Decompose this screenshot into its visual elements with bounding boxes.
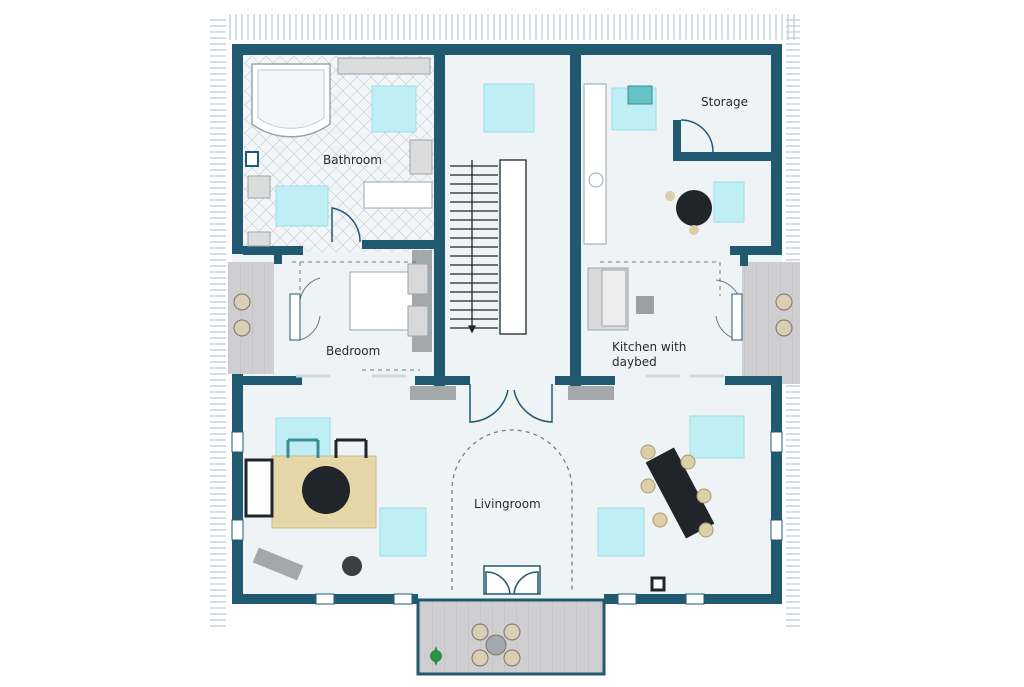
balcony-furniture bbox=[233, 293, 793, 667]
livingroom-arch bbox=[451, 429, 573, 590]
bottom-door bbox=[483, 565, 541, 595]
plant-icon bbox=[430, 646, 442, 666]
bedroom-furniture bbox=[289, 250, 456, 400]
kitchen-furniture bbox=[568, 83, 743, 400]
living-right-furniture bbox=[640, 444, 715, 592]
balcony-right bbox=[742, 262, 800, 384]
room-label-bedroom: Bedroom bbox=[326, 344, 380, 358]
room-label-bathroom: Bathroom bbox=[323, 153, 382, 167]
skylights bbox=[275, 83, 745, 557]
room-label-storage: Storage bbox=[701, 95, 748, 109]
corridor-door bbox=[469, 384, 553, 423]
living-left-furniture bbox=[244, 438, 377, 581]
roof-edge-ribs bbox=[210, 14, 800, 627]
staircase bbox=[450, 159, 527, 335]
balcony-left bbox=[228, 262, 274, 374]
room-label-kitchen-line2: daybed bbox=[612, 355, 657, 369]
bathroom-fixtures bbox=[245, 57, 433, 247]
room-label-livingroom: Livingroom bbox=[474, 497, 541, 511]
room-label-kitchen-line1: Kitchen with bbox=[612, 340, 686, 354]
windows bbox=[231, 431, 783, 605]
